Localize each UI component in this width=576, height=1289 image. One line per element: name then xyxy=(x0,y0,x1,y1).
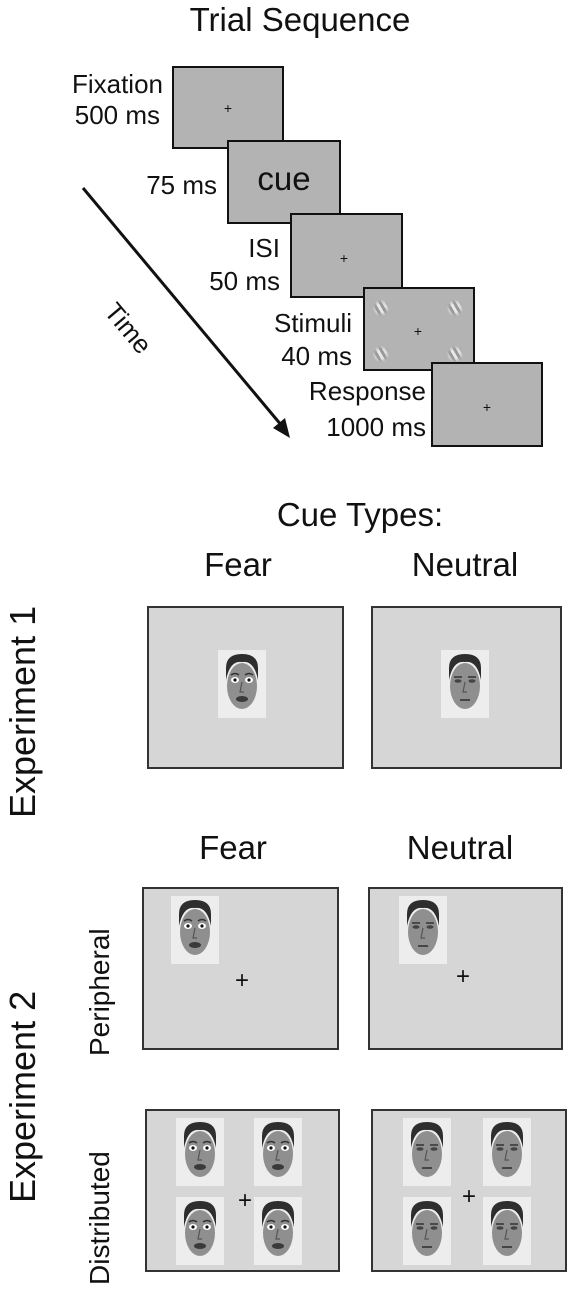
peripheral-fear-fixation-cross: + xyxy=(234,967,250,994)
distributed-neutral-fixation-cross: + xyxy=(461,1183,477,1210)
exp2-neutral-header: Neutral xyxy=(406,829,514,866)
stimuli-frame: + xyxy=(363,287,475,371)
exp1-neutral-header: Neutral xyxy=(411,546,519,583)
fixation-cross: + xyxy=(223,100,233,116)
gabor-patch-bottom-right xyxy=(447,345,463,363)
cue-frame: cue xyxy=(227,140,341,224)
fixation-frame: + xyxy=(172,66,284,149)
exp1-fear-header: Fear xyxy=(204,546,272,583)
cue-types-title: Cue Types: xyxy=(276,496,444,533)
exp1-fear-panel xyxy=(147,606,344,769)
fear-face-image xyxy=(254,1197,302,1265)
gabor-patch-top-left xyxy=(373,299,389,317)
response-frame: + xyxy=(431,362,543,447)
neutral-face-image xyxy=(483,1118,531,1186)
time-label: Time xyxy=(98,296,159,360)
response-label: Response xyxy=(308,376,426,406)
neutral-face-image xyxy=(403,1118,451,1186)
exp2-fear-header: Fear xyxy=(199,829,267,866)
cue-word: cue xyxy=(257,160,311,197)
gabor-patch-top-right xyxy=(447,299,463,317)
fear-face-image xyxy=(176,1197,224,1265)
exp1-neutral-panel xyxy=(371,606,562,769)
stimuli-label: Stimuli xyxy=(273,308,352,338)
fixation-duration: 500 ms xyxy=(74,100,160,130)
fear-face-image xyxy=(171,896,219,964)
experiment-2-label: Experiment 2 xyxy=(2,990,43,1203)
distributed-row-label: Distributed xyxy=(84,1151,115,1285)
neutral-face-image xyxy=(441,650,489,718)
cue-duration: 75 ms xyxy=(146,170,217,200)
peripheral-neutral-fixation-cross: + xyxy=(455,963,471,990)
neutral-face-image xyxy=(399,896,447,964)
neutral-face-image xyxy=(403,1197,451,1265)
exp2-distributed-fear-panel: + xyxy=(145,1109,340,1272)
exp2-peripheral-neutral-panel: + xyxy=(368,887,563,1050)
neutral-face-image xyxy=(483,1197,531,1265)
exp2-distributed-neutral-panel: + xyxy=(371,1109,567,1272)
gabor-patch-bottom-left xyxy=(373,345,389,363)
response-fixation-cross: + xyxy=(482,399,492,415)
trial-sequence-title: Trial Sequence xyxy=(189,1,411,38)
fear-face-image xyxy=(176,1118,224,1186)
isi-fixation-cross: + xyxy=(339,250,349,266)
distributed-fear-fixation-cross: + xyxy=(237,1187,253,1214)
response-duration: 1000 ms xyxy=(326,412,426,442)
stimuli-fixation-cross: + xyxy=(413,323,423,339)
isi-label: ISI xyxy=(248,233,280,263)
isi-frame: + xyxy=(290,213,403,298)
isi-duration: 50 ms xyxy=(209,266,280,296)
experiment-1-label: Experiment 1 xyxy=(2,605,43,818)
fear-face-image xyxy=(254,1118,302,1186)
exp2-peripheral-fear-panel: + xyxy=(142,887,339,1050)
stimuli-duration: 40 ms xyxy=(281,341,352,371)
fixation-label: Fixation xyxy=(71,69,163,99)
peripheral-row-label: Peripheral xyxy=(84,928,115,1056)
fear-face-image xyxy=(218,650,266,718)
